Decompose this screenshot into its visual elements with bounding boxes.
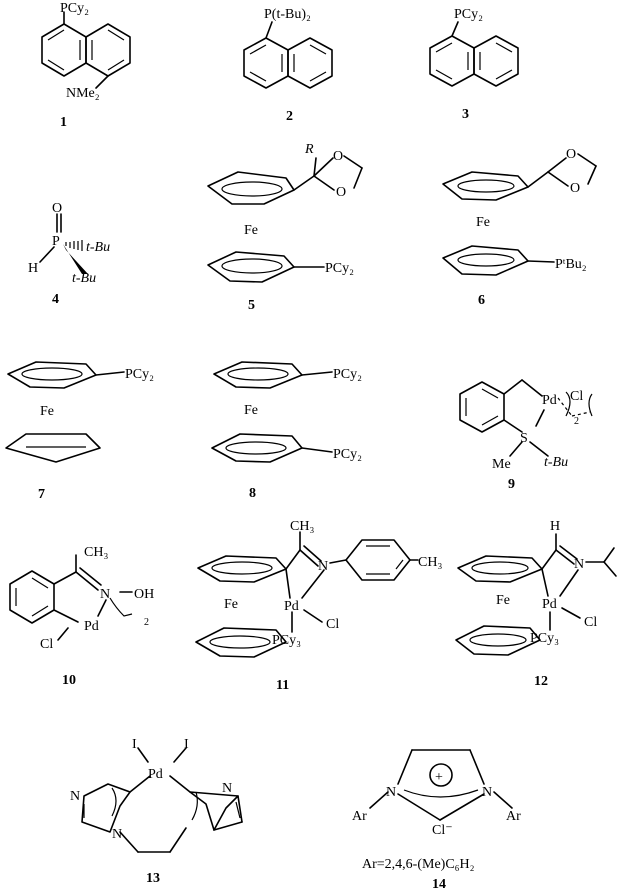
compound-5: R O O Fe PCy₂ 5 xyxy=(207,142,363,313)
compound-14-plus-label: + xyxy=(435,770,443,785)
compound-4-tbu2-label: t-Bu xyxy=(72,271,96,286)
compound-9-cl-label: Cl xyxy=(570,389,583,404)
compound-14: + N N Ar Ar Cl⁻ Ar=2,4,6-(Me)C₆H₂ 14 xyxy=(352,749,521,892)
compound-9-tbu-label: t-Bu xyxy=(544,455,568,470)
compound-9-s-label: S xyxy=(520,431,528,446)
compound-1-number: 1 xyxy=(60,115,67,130)
compound-3: PCy₂ 3 xyxy=(429,7,519,122)
compound-11-number: 11 xyxy=(276,678,289,693)
compound-10-oh-label: OH xyxy=(134,587,154,602)
compound-6-o1-label: O xyxy=(566,147,576,162)
compound-1: PCy₂ NMe₂ 1 xyxy=(41,1,131,130)
compound-12-pd-label: Pd xyxy=(542,597,557,612)
compound-9-number: 9 xyxy=(508,477,515,492)
compound-5-iron-label: Fe xyxy=(244,223,258,238)
compound-13-n3-label: N xyxy=(222,781,232,796)
compound-7-phosphine-label: PCy₂ xyxy=(125,367,154,382)
compound-14-chloride-label: Cl⁻ xyxy=(432,823,453,838)
compound-6: O O Fe PᵗBu₂ 6 xyxy=(442,147,597,308)
compound-10-cl-label: Cl xyxy=(40,637,53,652)
compound-9: Pd Cl 2 S Me t-Bu 9 xyxy=(459,379,593,492)
compound-14-ar1-label: Ar xyxy=(352,809,367,824)
compound-3-number: 3 xyxy=(462,107,469,122)
compound-11-pcy3-label: PCy₃ xyxy=(272,633,301,648)
compound-11-cl-label: Cl xyxy=(326,617,339,632)
compound-14-n2-label: N xyxy=(482,785,492,800)
compound-11-ch3a-label: CH₃ xyxy=(290,519,314,534)
compound-6-phosphine-label: PᵗBu₂ xyxy=(555,257,587,272)
compound-6-o2-label: O xyxy=(570,181,580,196)
compound-9-pd-label: Pd xyxy=(542,393,557,408)
compound-8: PCy₂ Fe PCy₂ 8 xyxy=(211,361,362,501)
compound-10-ch3-label: CH₃ xyxy=(84,545,108,560)
compound-11-ch3b-label: CH₃ xyxy=(418,555,442,570)
compound-1-phosphine-label: PCy₂ xyxy=(60,1,89,16)
compound-14-aryl-note: Ar=2,4,6-(Me)C₆H₂ xyxy=(362,857,475,872)
compound-12-iron-label: Fe xyxy=(496,593,510,608)
compound-1-amine-label: NMe₂ xyxy=(66,86,100,101)
compound-5-r-label: R xyxy=(304,142,314,157)
compound-8-number: 8 xyxy=(249,486,256,501)
compound-2-phosphine-label: P(t-Bu)₂ xyxy=(264,7,311,22)
compound-12-cl-label: Cl xyxy=(584,615,597,630)
compound-8-phosphine2-label: PCy₂ xyxy=(333,447,362,462)
compound-9-me-label: Me xyxy=(492,457,511,472)
compound-12: H N Fe Pd Cl PCy₃ 12 xyxy=(455,519,617,689)
compound-13-i2-label: I xyxy=(184,737,189,752)
compound-6-iron-label: Fe xyxy=(476,215,490,230)
compound-7-iron-label: Fe xyxy=(40,404,54,419)
compound-10: CH₃ N OH 2 Pd Cl 10 xyxy=(9,545,154,688)
compound-10-sub2-label: 2 xyxy=(144,617,149,628)
compound-10-number: 10 xyxy=(62,673,76,688)
compound-5-number: 5 xyxy=(248,298,255,313)
compound-8-phosphine1-label: PCy₂ xyxy=(333,367,362,382)
compound-11-pd-label: Pd xyxy=(284,599,299,614)
compound-5-phosphine-label: PCy₂ xyxy=(325,261,354,276)
compound-11: CH₃ N CH₃ Fe Pd Cl PCy₃ 11 xyxy=(195,519,442,693)
compound-12-h-label: H xyxy=(550,519,560,534)
compound-13-i1-label: I xyxy=(132,737,137,752)
compound-5-o2-label: O xyxy=(336,185,346,200)
compound-12-pcy3-label: PCy₃ xyxy=(530,631,559,646)
compound-4-number: 4 xyxy=(52,292,59,307)
compound-12-number: 12 xyxy=(534,674,548,689)
compound-7: PCy₂ Fe 7 xyxy=(5,361,154,502)
compound-12-n-label: N xyxy=(574,557,584,572)
compound-4: O P H t-Bu t-Bu 4 xyxy=(28,201,110,307)
compound-14-ar2-label: Ar xyxy=(506,809,521,824)
compound-4-oxygen-label: O xyxy=(52,201,62,216)
compound-5-o1-label: O xyxy=(333,149,343,164)
compound-10-pd-label: Pd xyxy=(84,619,99,634)
compound-2-number: 2 xyxy=(286,109,293,124)
compound-10-n-label: N xyxy=(100,587,110,602)
compound-4-hydrogen-label: H xyxy=(28,261,38,276)
compound-11-n-label: N xyxy=(318,559,328,574)
compound-7-number: 7 xyxy=(38,487,45,502)
compound-13-n1-label: N xyxy=(70,789,80,804)
compound-2: P(t-Bu)₂ 2 xyxy=(243,7,333,124)
compound-13: I I Pd N N N 13 xyxy=(70,737,243,886)
compound-4-tbu1-label: t-Bu xyxy=(86,240,110,255)
compound-11-iron-label: Fe xyxy=(224,597,238,612)
compound-14-number: 14 xyxy=(432,877,446,892)
compound-6-number: 6 xyxy=(478,293,485,308)
compound-14-n1-label: N xyxy=(386,785,396,800)
compound-9-sub2-label: 2 xyxy=(574,416,579,427)
compound-13-n2-label: N xyxy=(112,827,122,842)
compound-8-iron-label: Fe xyxy=(244,403,258,418)
compound-3-phosphine-label: PCy₂ xyxy=(454,7,483,22)
compound-4-phosphorus-label: P xyxy=(52,234,60,249)
compound-13-pd-label: Pd xyxy=(148,767,163,782)
compound-13-number: 13 xyxy=(146,871,160,886)
